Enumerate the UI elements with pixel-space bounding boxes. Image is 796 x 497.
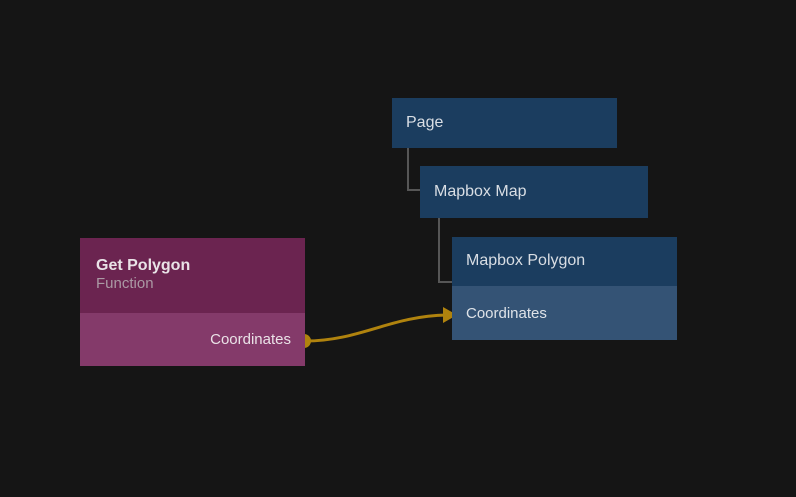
node-get-polygon-subtitle: Function [96,275,154,293]
node-mapbox-map[interactable]: Mapbox Map [420,166,648,218]
node-get-polygon[interactable]: Get Polygon Function Coordinates [80,238,305,366]
node-mapbox-polygon[interactable]: Mapbox Polygon Coordinates [452,237,677,340]
node-page[interactable]: Page [392,98,617,148]
tree-link-mapbox-map-to-mapbox-polygon [438,218,452,283]
node-page-title: Page [406,113,444,131]
node-mapbox-map-title: Mapbox Map [434,182,527,200]
node-get-polygon-header[interactable]: Get Polygon Function [80,238,305,313]
port-row-get-polygon-coordinates[interactable]: Coordinates [80,313,305,366]
connection-coordinates-link[interactable] [303,313,449,343]
node-mapbox-polygon-title: Mapbox Polygon [466,252,586,270]
node-mapbox-polygon-header[interactable]: Mapbox Polygon [452,237,677,286]
node-mapbox-map-header[interactable]: Mapbox Map [420,166,648,218]
port-label-coordinates-output: Coordinates [210,331,291,348]
port-label-coordinates-input: Coordinates [466,304,547,322]
node-page-header[interactable]: Page [392,98,617,148]
node-get-polygon-title: Get Polygon [96,257,191,274]
port-row-mapbox-polygon-coordinates[interactable]: Coordinates [452,286,677,340]
